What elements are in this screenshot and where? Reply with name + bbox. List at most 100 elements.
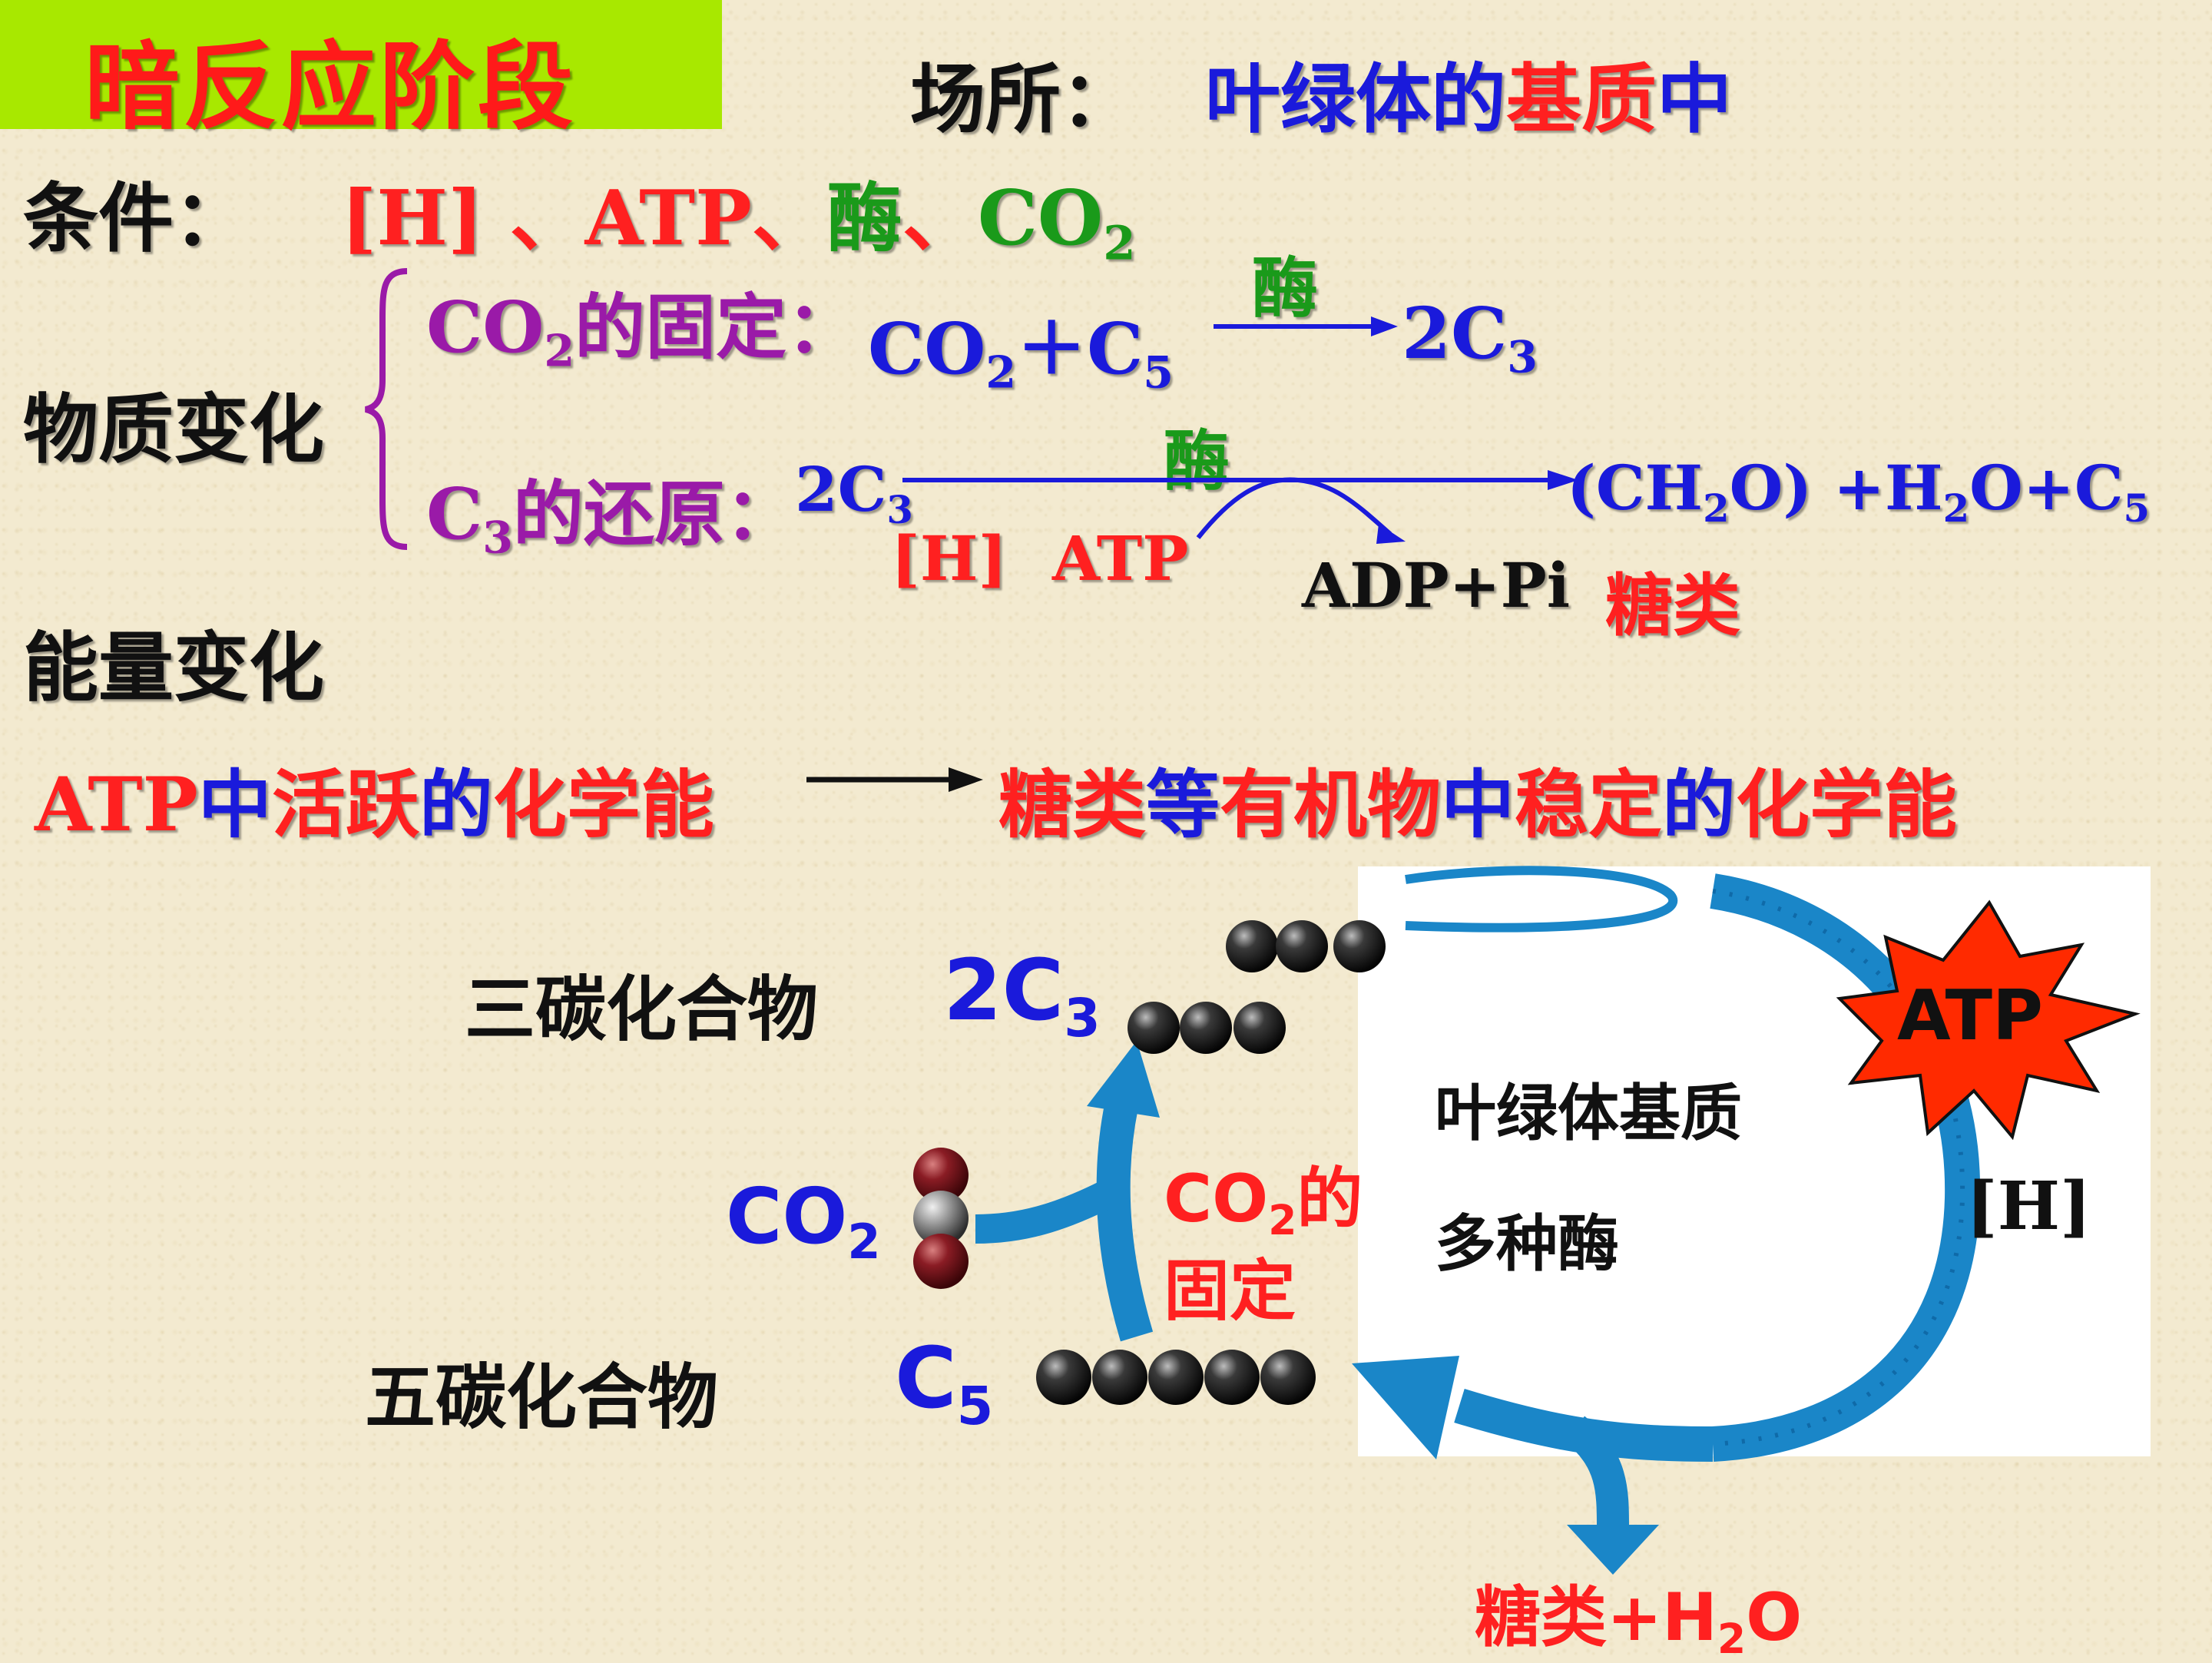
c5-label: 五碳化合物 [365,1357,719,1439]
fixation-label: CO2的固定： [426,270,857,373]
energy-from-in: 中 [197,761,272,848]
material-change-label: 物质变化 [23,386,325,474]
reduction-product-subscript-3: 5 [2123,485,2151,531]
atp-starburst [1836,899,2141,1141]
condition-separator: 、 [751,174,827,263]
co2-fixation-label: CO2的 [1164,1145,1363,1241]
location-stroma: 基质 [1506,55,1657,144]
co2-fixation-of: 的 [1296,1161,1363,1237]
fixation-eq-plus-c: ＋C [1016,307,1144,390]
condition-atp: ATP [584,174,752,263]
condition-co2: CO2 [977,174,1136,267]
reduction-reactant: 2C3 [795,453,913,528]
fixation-eq-subscript-5: 5 [1143,346,1174,399]
energy-to-chemical: 化学能 [1736,761,1957,848]
energy-to-in: 中 [1441,761,1515,848]
output-sugar-h: 糖类+H [1475,1579,1718,1656]
right-cycle-arc [1710,873,1981,1462]
condition-co2-text: CO [977,174,1104,263]
fixation-enzyme-label: 酶 [1252,250,1318,327]
fixation-product-subscript: 3 [1507,331,1538,383]
energy-to-organic: 有机物 [1220,761,1441,848]
reduction-label-c: C [426,472,483,555]
co2-fixation-subscript: 2 [1268,1197,1297,1245]
output-o: O [1746,1579,1803,1656]
fixation-eq-subscript-2: 2 [985,346,1017,399]
page-title: 暗反应阶段 [84,31,577,143]
reduction-h-label: [H] [891,522,1008,595]
condition-separator: 、 [902,174,978,263]
reduction-enzyme-label: 酶 [1164,422,1230,500]
fixation-label-co: CO [426,286,545,369]
c3-molecule-bottom [1128,1002,1286,1054]
location-chloroplast: 叶绿体的 [1205,55,1507,144]
c5-molecule [1036,1350,1316,1405]
stroma-label: 叶绿体基质 [1435,1078,1742,1149]
reduction-product-subscript-2: 2 [1942,485,1970,531]
h-label: [H] [1966,1168,2091,1245]
reduction-product: (CH2O) +H2O+C5 [1567,452,2150,527]
calvin-cycle-diagram [913,866,2141,1575]
reduction-product-ch: (CH [1567,452,1704,524]
reduction-product-oh: O) +H [1729,452,1943,524]
condition-separator: 、 [483,174,585,263]
conditions-label: 条件： [23,174,250,263]
fixation-label-text: 的固定： [575,286,858,369]
fixation-product: 2C3 [1402,292,1538,379]
sugar-water-output: 糖类+H2O [1475,1563,1803,1660]
energy-to-sugar: 糖类 [998,761,1146,848]
title-banner [0,0,722,129]
condition-enzyme: 酶 [826,174,902,263]
reduction-reactant-text: 2C [795,453,887,525]
reduction-product-subscript-1: 2 [1703,485,1730,531]
energy-from-atp: ATP [35,761,198,848]
location-label: 场所： [910,55,1137,144]
energy-to-etc: 等 [1146,761,1220,848]
co2-formula-text: CO [726,1171,848,1261]
fixation-label-subscript: 2 [544,325,575,377]
fixation-eq-co: CO [868,307,986,390]
energy-to: 糖类等有机物中稳定的化学能 [998,745,1957,852]
c3-formula-subscript: 3 [1064,988,1101,1049]
energy-from-active: 活跃 [271,761,419,848]
enzymes-label: 多种酶 [1435,1208,1619,1280]
fixation-equation: CO2＋C5 [868,292,1174,394]
energy-from-chemical: 化学能 [492,761,714,848]
condition-h: [H] [341,174,484,263]
reduction-label-text: 的还原： [512,472,796,555]
fixation-arrow [1214,316,1398,336]
co2-fixation-co: CO [1164,1161,1269,1237]
co2-formula-subscript: 2 [847,1213,881,1270]
location-middle: 中 [1657,55,1733,144]
c5-formula: C5 [895,1329,993,1433]
co2-molecule [913,1148,969,1289]
c5-formula-text: C [895,1329,957,1427]
reduction-sugar-label: 糖类 [1605,565,1741,645]
c3-label: 三碳化合物 [465,969,819,1051]
reduction-reactant-subscript: 3 [886,486,913,532]
top-ring [1405,866,1678,933]
energy-to-of: 的 [1662,761,1736,848]
location-line: 场所： 叶绿体的基质中 [910,38,1732,147]
c3-formula: 2C3 [943,941,1101,1045]
output-subscript: 2 [1717,1615,1747,1663]
bottom-return-arrow [1352,1356,1714,1462]
co2-formula: CO2 [726,1171,881,1265]
conditions-line: 条件：[H] 、ATP、酶、CO2 [23,157,1135,267]
energy-from-of: 的 [419,761,493,848]
c3-formula-text: 2C [943,941,1065,1039]
reduction-label: C3的还原： [426,457,796,559]
atp-label: ATP [1897,976,2044,1056]
co2-fixation-label-line2: 固定 [1164,1253,1296,1330]
reduction-adp-label: ADP+Pi [1302,549,1571,621]
c3-molecule-top [1226,920,1386,972]
reduction-atp-label: ATP [1052,522,1189,595]
reduction-product-oc: O+C [1969,452,2124,524]
energy-from: ATP中活跃的化学能 [35,745,714,852]
c5-formula-subscript: 5 [956,1376,994,1437]
brace-icon [364,268,408,550]
energy-arrow [806,767,983,792]
reduction-label-subscript: 3 [482,512,513,564]
fixation-product-text: 2C [1402,292,1508,375]
energy-to-stable: 稳定 [1515,761,1662,848]
